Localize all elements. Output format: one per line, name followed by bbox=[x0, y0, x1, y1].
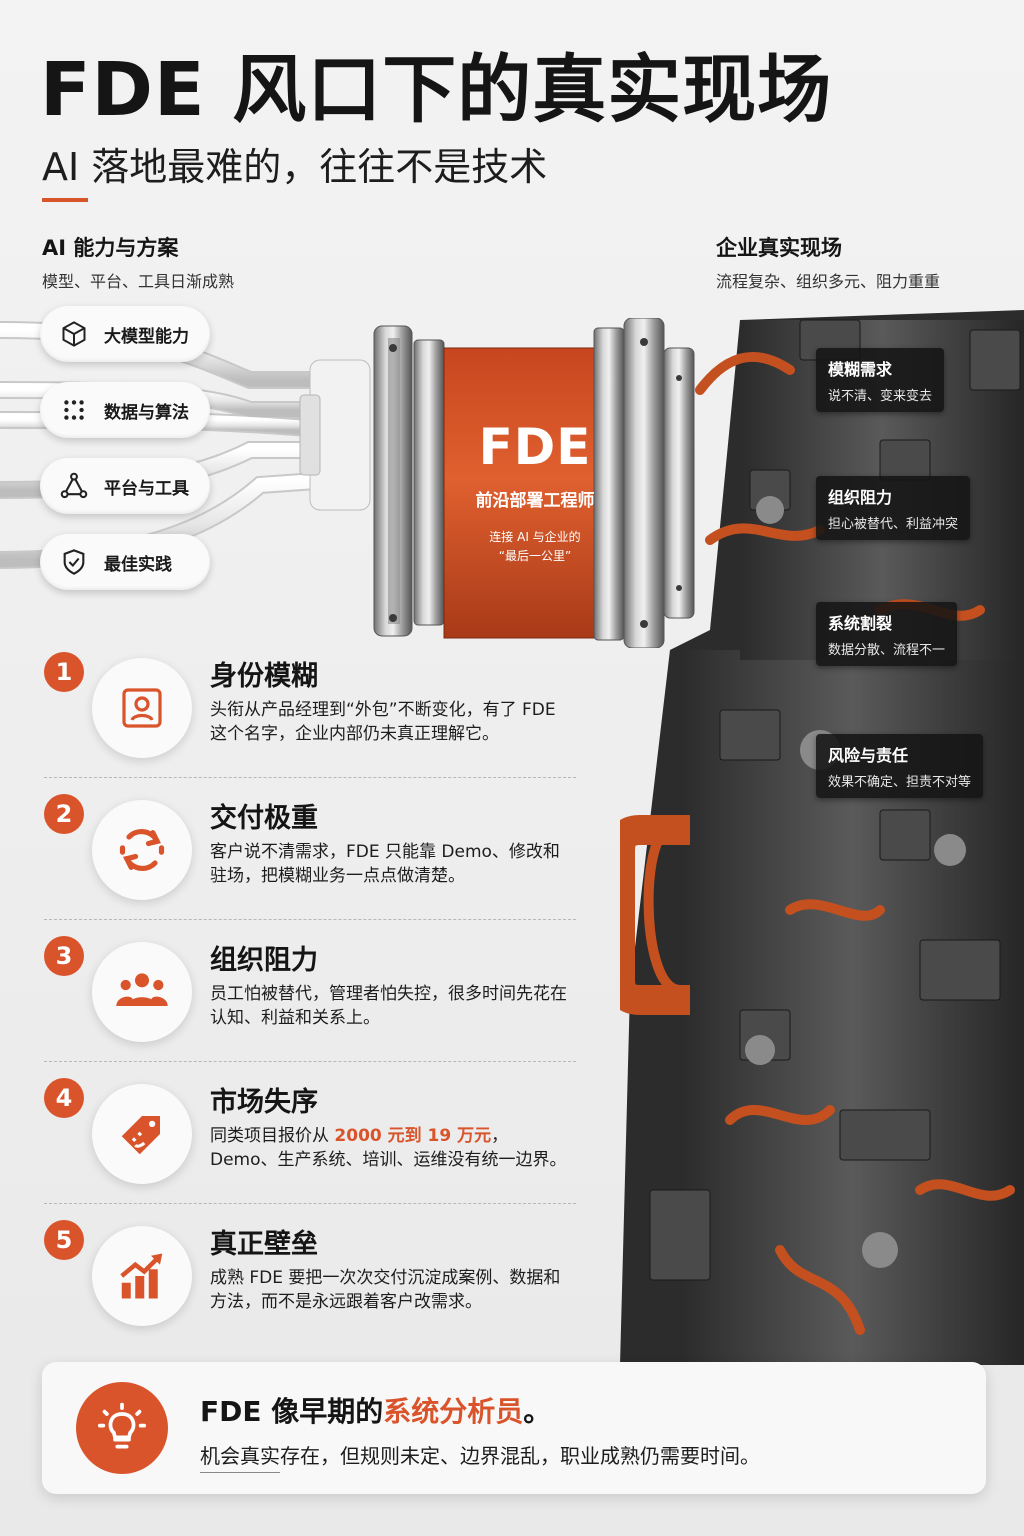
tag-vague-requirements: 模糊需求 说不清、变来变去 bbox=[816, 348, 945, 412]
right-column-heading: 企业真实现场 流程复杂、组织多元、阻力重重 bbox=[716, 232, 940, 292]
accent-rule bbox=[42, 198, 88, 202]
list-item-delivery: 2 交付极重 客户说不清需求，FDE 只能靠 Demo、修改和驻场，把模糊业务一… bbox=[40, 792, 576, 922]
card-text: 机会真实存在，但规则未定、边界混乱，职业成熟仍需要时间。 bbox=[200, 1444, 760, 1468]
card-title-pre: FDE 像早期的 bbox=[200, 1395, 384, 1428]
item-divider bbox=[44, 1203, 576, 1204]
tag-risk-responsibility: 风险与责任 效果不确定、担责不对等 bbox=[816, 734, 984, 798]
machine-graphic bbox=[620, 310, 1024, 1365]
pill-model-capability: 大模型能力 bbox=[40, 306, 210, 362]
item-number: 4 bbox=[44, 1078, 84, 1118]
tag-text: 担心被替代、利益冲突 bbox=[828, 517, 959, 532]
pill-platform-tools: 平台与工具 bbox=[40, 458, 210, 514]
tag-text: 效果不确定、担责不对等 bbox=[828, 775, 972, 790]
tag-title: 组织阻力 bbox=[828, 488, 893, 507]
right-column-sub: 流程复杂、组织多元、阻力重重 bbox=[716, 272, 941, 291]
page-title: FDE 风口下的真实现场 bbox=[40, 47, 833, 133]
list-item-market-disorder: 4 市场失序 同类项目报价从 2000 元到 19 万元，Demo、生产系统、培… bbox=[40, 1076, 576, 1206]
cube-icon bbox=[54, 314, 94, 354]
tag-org-resistance: 组织阻力 担心被替代、利益冲突 bbox=[816, 476, 971, 540]
item-title: 真正壁垒 bbox=[210, 1229, 318, 1260]
cylinder-tagline-2: “最后一公里” bbox=[498, 549, 572, 564]
item-text: 同类项目报价从 2000 元到 19 万元，Demo、生产系统、培训、运维没有统… bbox=[210, 1124, 570, 1172]
industrial-machine-illustration: 模糊需求 说不清、变来变去 组织阻力 担心被替代、利益冲突 系统割裂 数据分散、… bbox=[620, 290, 1024, 1365]
pill-best-practice: 最佳实践 bbox=[40, 534, 210, 590]
price-range-highlight: 2000 元到 19 万元 bbox=[334, 1126, 492, 1146]
pill-label: 平台与工具 bbox=[104, 478, 189, 499]
list-item-true-moat: 5 真正壁垒 成熟 FDE 要把一次次交付沉淀成案例、数据和方法，而不是永远跟着… bbox=[40, 1218, 576, 1348]
pill-label: 数据与算法 bbox=[104, 402, 189, 423]
item-title: 组织阻力 bbox=[210, 945, 318, 976]
item-number: 1 bbox=[44, 652, 84, 692]
pill-label: 大模型能力 bbox=[104, 326, 189, 347]
left-column-heading: AI 能力与方案 模型、平台、工具日渐成熟 bbox=[42, 232, 234, 292]
item-text-pre: 同类项目报价从 bbox=[210, 1126, 335, 1146]
left-column-sub: 模型、平台、工具日渐成熟 bbox=[42, 272, 235, 291]
tag-title: 模糊需求 bbox=[828, 360, 893, 379]
cylinder-role-label: 前沿部署工程师 bbox=[475, 491, 595, 511]
item-text: 客户说不清需求，FDE 只能靠 Demo、修改和驻场，把模糊业务一点点做清楚。 bbox=[210, 842, 560, 887]
cylinder-fde-label: FDE bbox=[478, 418, 592, 476]
cylinder-tagline: 连接 AI 与企业的 “最后一公里” bbox=[370, 528, 700, 566]
network-triangle-icon bbox=[54, 466, 94, 506]
tag-system-fragmentation: 系统割裂 数据分散、流程不一 bbox=[816, 602, 958, 666]
cycle-arrows-icon bbox=[92, 800, 192, 900]
item-number: 2 bbox=[44, 794, 84, 834]
item-text: 员工怕被替代，管理者怕失控，很多时间先花在认知、利益和关系上。 bbox=[210, 984, 567, 1029]
card-title-highlight: 系统分析员 bbox=[383, 1395, 524, 1428]
pill-data-algorithms: 数据与算法 bbox=[40, 382, 210, 438]
item-title: 市场失序 bbox=[210, 1087, 318, 1118]
cylinder-tagline-1: 连接 AI 与企业的 bbox=[489, 530, 581, 544]
item-divider bbox=[44, 777, 576, 778]
item-number: 5 bbox=[44, 1220, 84, 1260]
tag-title: 风险与责任 bbox=[828, 746, 909, 765]
price-tag-icon bbox=[92, 1084, 192, 1184]
item-text: 成熟 FDE 要把一次次交付沉淀成案例、数据和方法，而不是永远跟着客户改需求。 bbox=[210, 1268, 561, 1313]
growth-chart-icon bbox=[92, 1226, 192, 1326]
page-subtitle: AI 落地最难的，往往不是技术 bbox=[42, 145, 548, 189]
card-title-post: 。 bbox=[523, 1395, 552, 1428]
item-number: 3 bbox=[44, 936, 84, 976]
list-item-org-resistance: 3 组织阻力 员工怕被替代，管理者怕失控，很多时间先花在认知、利益和关系上。 bbox=[40, 934, 576, 1064]
lightbulb-icon bbox=[76, 1382, 168, 1474]
card-underline bbox=[200, 1472, 280, 1473]
card-title: FDE 像早期的系统分析员。 bbox=[200, 1390, 551, 1430]
item-divider bbox=[44, 1061, 576, 1062]
item-title: 身份模糊 bbox=[210, 661, 318, 692]
item-title: 交付极重 bbox=[210, 803, 318, 834]
item-text-post: ，Demo、生产系统、培训、运维没有统一边界。 bbox=[210, 1126, 567, 1171]
item-divider bbox=[44, 919, 576, 920]
shield-check-icon bbox=[54, 542, 94, 582]
people-group-icon bbox=[92, 942, 192, 1042]
conclusion-card: FDE 像早期的系统分析员。 机会真实存在，但规则未定、边界混乱，职业成熟仍需要… bbox=[42, 1362, 986, 1494]
pill-label: 最佳实践 bbox=[104, 554, 172, 575]
right-column-title: 企业真实现场 bbox=[716, 236, 842, 260]
list-item-identity: 1 身份模糊 头衔从产品经理到“外包”不断变化，有了 FDE 这个名字，企业内部… bbox=[40, 650, 576, 780]
cylinder-graphic bbox=[373, 318, 695, 648]
fde-cylinder: FDE 前沿部署工程师 连接 AI 与企业的 “最后一公里” bbox=[370, 318, 700, 648]
tag-title: 系统割裂 bbox=[828, 614, 893, 633]
dots-grid-icon bbox=[54, 390, 94, 430]
left-column-title: AI 能力与方案 bbox=[42, 236, 179, 260]
tag-text: 数据分散、流程不一 bbox=[828, 643, 946, 658]
tag-text: 说不清、变来变去 bbox=[828, 389, 933, 404]
id-card-icon bbox=[92, 658, 192, 758]
item-text: 头衔从产品经理到“外包”不断变化，有了 FDE 这个名字，企业内部仍未真正理解它… bbox=[210, 700, 556, 745]
